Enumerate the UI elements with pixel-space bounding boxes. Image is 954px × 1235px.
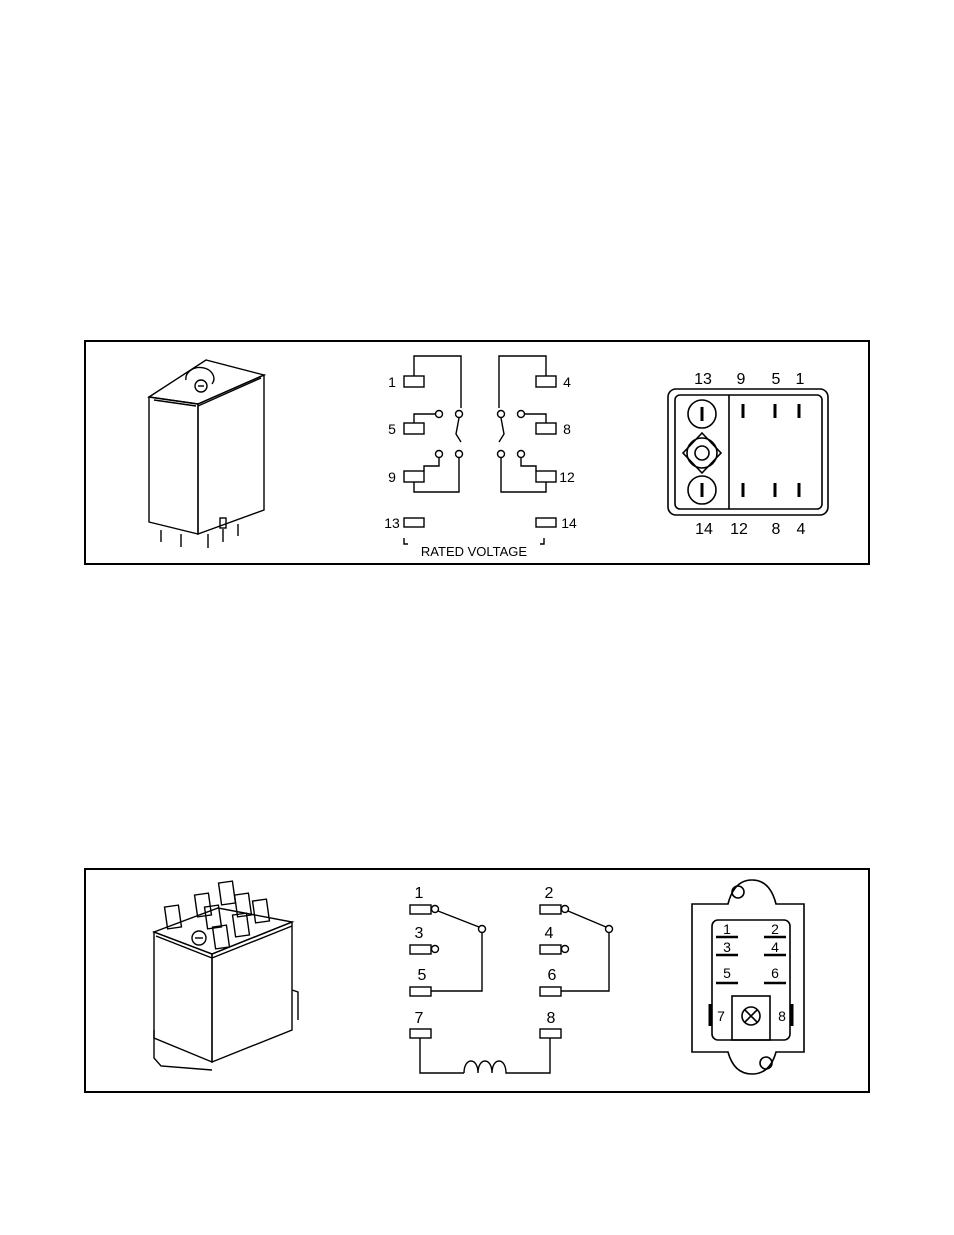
terminal-8 xyxy=(535,422,557,435)
base-label: 1 xyxy=(796,371,805,388)
relay-2-schematic-labels: 1 3 5 7 2 4 6 8 xyxy=(415,885,557,1027)
relay-1-schematic xyxy=(403,355,557,545)
base-label: 9 xyxy=(737,371,746,388)
schematic-label: 5 xyxy=(418,967,427,984)
terminal-5 xyxy=(409,986,432,997)
schematic-label: 9 xyxy=(388,469,396,485)
terminal-12 xyxy=(535,470,557,483)
base-label: 2 xyxy=(771,921,779,937)
terminal-5 xyxy=(403,422,425,435)
terminal-4 xyxy=(539,944,562,955)
relay-2-schematic xyxy=(409,904,614,1074)
base-label: 7 xyxy=(717,1008,725,1024)
relay-1-illustration xyxy=(147,359,267,548)
terminal-1 xyxy=(403,375,425,388)
relay-panel-1: 1 5 9 13 4 8 12 14 RATED VOLTAGE xyxy=(84,340,870,565)
relay-1-base-view xyxy=(667,388,829,516)
schematic-label: 5 xyxy=(388,421,396,437)
base-label: 8 xyxy=(772,521,781,538)
schematic-label: 14 xyxy=(561,515,577,531)
terminal-13 xyxy=(403,517,425,528)
base-label: 5 xyxy=(723,965,731,981)
schematic-label: 12 xyxy=(559,469,575,485)
relay-panel-2-drawing: 1 3 5 7 2 4 6 8 xyxy=(152,879,805,1075)
base-label: 6 xyxy=(771,965,779,981)
relay-2-base-labels: 1 2 3 4 5 6 7 8 xyxy=(717,921,786,1024)
terminal-1 xyxy=(409,904,432,915)
relay-2-illustration xyxy=(152,880,299,1071)
relay-1-schematic-labels: 1 5 9 13 4 8 12 14 RATED VOLTAGE xyxy=(384,374,577,559)
base-label: 13 xyxy=(694,371,712,388)
coil-symbol xyxy=(463,1060,510,1074)
terminal-3 xyxy=(409,944,432,955)
terminal-7 xyxy=(409,1028,432,1039)
terminal-4 xyxy=(535,375,557,388)
schematic-label: 1 xyxy=(415,885,424,902)
terminal-2 xyxy=(539,904,562,915)
schematic-label: 3 xyxy=(415,925,424,942)
base-label: 14 xyxy=(695,521,713,538)
schematic-label: 8 xyxy=(547,1010,556,1027)
terminal-14 xyxy=(535,517,557,528)
base-label: 4 xyxy=(771,939,779,955)
terminal-9 xyxy=(403,470,425,483)
base-label: 1 xyxy=(723,921,731,937)
base-label: 3 xyxy=(723,939,731,955)
base-label: 12 xyxy=(730,521,748,538)
schematic-label: 4 xyxy=(545,925,554,942)
terminal-6 xyxy=(539,986,562,997)
relay-panel-2: 1 3 5 7 2 4 6 8 xyxy=(84,868,870,1093)
schematic-label: 1 xyxy=(388,374,396,390)
schematic-label: 2 xyxy=(545,885,554,902)
relay-panel-1-drawing: 1 5 9 13 4 8 12 14 RATED VOLTAGE xyxy=(147,355,829,559)
base-label: 8 xyxy=(778,1008,786,1024)
base-label: 4 xyxy=(797,521,806,538)
schematic-label: 13 xyxy=(384,515,400,531)
base-label: 5 xyxy=(772,371,781,388)
relay-1-base-labels: 13 9 5 1 14 12 8 4 xyxy=(694,371,805,538)
relay-2-base-view xyxy=(691,879,805,1075)
schematic-label: 7 xyxy=(415,1010,424,1027)
schematic-label: 8 xyxy=(563,421,571,437)
schematic-label: 6 xyxy=(548,967,557,984)
rated-voltage-caption: RATED VOLTAGE xyxy=(421,544,528,559)
terminal-8 xyxy=(539,1028,562,1039)
schematic-label: 4 xyxy=(563,374,571,390)
